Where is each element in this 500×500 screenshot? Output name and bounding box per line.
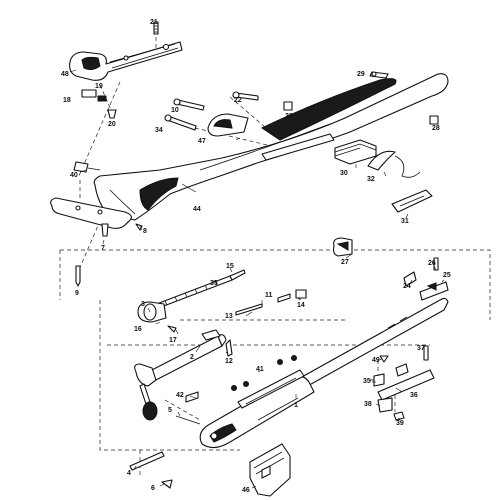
callout-13: 13 (225, 313, 233, 320)
callout-39: 39 (396, 420, 404, 427)
sear-35 (370, 373, 385, 387)
parts-18-19-20 (81, 89, 117, 119)
callout-11: 11 (265, 292, 273, 299)
magazine-spring-5 (175, 415, 201, 425)
callout-18: 18 (63, 97, 71, 104)
pin-37-39-49 (379, 345, 429, 421)
follower-31 (391, 189, 433, 213)
callout-17: 17 (169, 337, 177, 344)
callout-44: 44 (193, 206, 201, 213)
callout-35: 35 (363, 378, 371, 385)
trigger-housing-36 (377, 363, 435, 401)
callout-8: 8 (143, 228, 147, 235)
buttplate-screws (75, 223, 143, 287)
callout-40: 40 (70, 172, 78, 179)
callout-47: 47 (198, 138, 206, 145)
callout-19: 19 (95, 83, 103, 90)
callout-37: 37 (417, 345, 425, 352)
callout-5: 5 (168, 407, 172, 414)
callout-29: 29 (357, 71, 365, 78)
callout-16: 16 (134, 326, 142, 333)
buttplate (50, 197, 132, 229)
front-sight-24-25-26 (403, 257, 449, 301)
callout-7: 7 (101, 245, 105, 252)
callout-31: 31 (401, 218, 409, 225)
callout-32: 32 (367, 176, 375, 183)
callout-48: 48 (61, 71, 69, 78)
bolt-stop-42 (185, 391, 199, 403)
magazine-box-46 (249, 443, 291, 497)
callout-4: 4 (127, 470, 131, 477)
callout-36: 36 (410, 392, 418, 399)
ejector-6 (161, 479, 173, 489)
trigger-guard-assembly (69, 41, 183, 81)
trigger-38 (377, 397, 393, 413)
cap-28 (429, 115, 439, 125)
callout-42: 42 (176, 392, 184, 399)
magazine-30 (334, 139, 377, 165)
callout-1: 1 (294, 402, 298, 409)
trigger-guard-front-47 (207, 113, 249, 137)
swivel-29 (369, 71, 389, 79)
rear-sight-27 (332, 237, 353, 257)
callout-27: 27 (341, 259, 349, 266)
callout-30: 30 (340, 170, 348, 177)
barrel (299, 297, 449, 389)
small-parts-12-13-11-14 (167, 289, 307, 357)
follower-spring-32 (367, 150, 421, 178)
stock (93, 73, 449, 221)
bolt-body-2 (147, 329, 227, 383)
callout-12: 12 (225, 358, 233, 365)
callout-10: 10 (171, 107, 179, 114)
callout-15: 15 (226, 263, 234, 270)
callout-6: 6 (151, 485, 155, 492)
callout-46: 46 (242, 487, 250, 494)
bolt-handle (134, 363, 158, 421)
callout-26: 26 (428, 260, 436, 267)
callout-34: 34 (155, 127, 163, 134)
callout-9: 9 (75, 290, 79, 297)
callout-24: 24 (403, 283, 411, 290)
callout-38: 38 (364, 401, 372, 408)
callout-20: 20 (108, 121, 116, 128)
callout-labels: 21 48 19 18 20 29 22 10 23 34 47 28 40 3… (61, 19, 451, 494)
callout-23: 23 (285, 113, 293, 120)
screw-21 (153, 21, 159, 35)
callout-3: 3 (141, 301, 145, 308)
callout-28: 28 (432, 125, 440, 132)
swivel-40 (73, 161, 101, 173)
callout-33: 33 (210, 280, 218, 287)
callout-21: 21 (150, 19, 158, 26)
receiver-1 (199, 369, 315, 449)
nut-23 (283, 101, 293, 111)
callout-2: 2 (190, 354, 194, 361)
callout-49: 49 (372, 357, 380, 364)
guard-screws (164, 91, 259, 131)
callout-14: 14 (297, 302, 305, 309)
extractor-4 (129, 451, 165, 471)
callout-22: 22 (234, 97, 242, 104)
leader-lines (69, 69, 445, 489)
callout-41: 41 (256, 366, 264, 373)
callout-25: 25 (443, 272, 451, 279)
scope-base-screws-41 (231, 355, 297, 391)
cocking-piece (137, 301, 167, 323)
